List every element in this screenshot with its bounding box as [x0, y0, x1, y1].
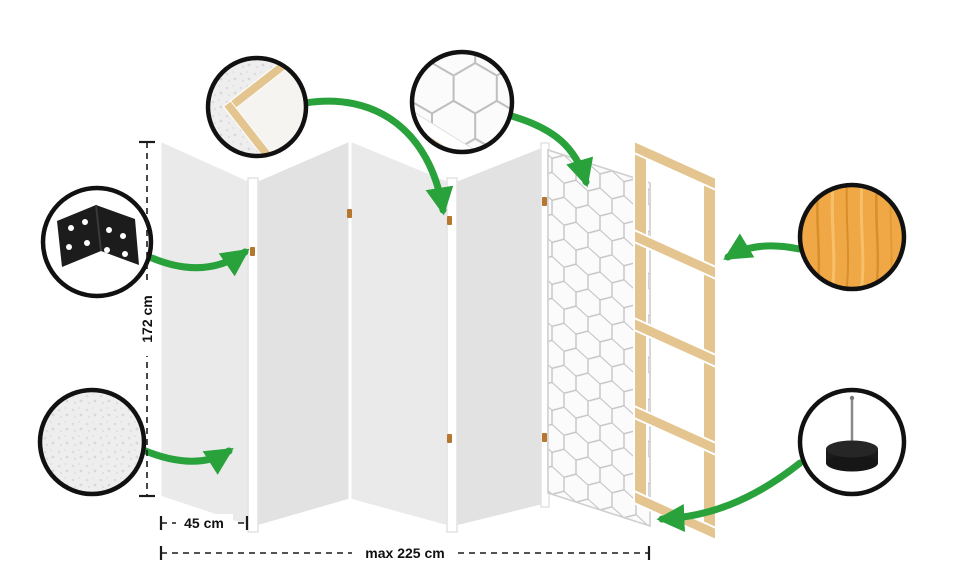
- callout-hinge: [40, 185, 154, 299]
- arrow-foot: [656, 459, 804, 533]
- screen-panel-1: [158, 138, 255, 530]
- arrow-fabric: [139, 446, 234, 475]
- arrow-frame-corner: [301, 97, 454, 216]
- screen-panel-3: [348, 138, 454, 530]
- panel-width-label: 45 cm: [184, 515, 224, 531]
- max-width-label: max 225 cm: [365, 545, 444, 561]
- frame-rung: [633, 317, 717, 368]
- callout-pattern-corner: [409, 49, 515, 155]
- dimension-height: 172 cm: [137, 140, 157, 498]
- callout-fabric: [37, 387, 147, 497]
- arrow-hinge: [148, 248, 250, 277]
- frame-corner-detail-icon: [210, 60, 304, 154]
- frame-rung: [633, 405, 717, 456]
- hinge-icon: [57, 204, 139, 267]
- dimension-panel-width: 45 cm: [159, 514, 249, 532]
- arrow-pattern-corner: [504, 111, 594, 188]
- wooden-frame: [633, 140, 717, 541]
- callout-foot: [797, 387, 907, 497]
- screen-panel-4: [450, 143, 547, 530]
- panel-fold-edge: [540, 142, 550, 508]
- callout-frame-corner: [205, 55, 309, 159]
- arrow-wood: [723, 233, 803, 261]
- fleece-texture-icon: [40, 390, 144, 494]
- stabilizing-foot-icon: [826, 395, 878, 472]
- arrows: [139, 97, 804, 533]
- panel-fold-edge: [247, 177, 259, 533]
- callout-wood: [797, 182, 907, 292]
- panel-fold-edge: [446, 177, 458, 533]
- folding-screen: [158, 138, 550, 533]
- hinge-dots: [250, 197, 547, 443]
- height-label: 172 cm: [139, 295, 155, 342]
- screen-panel-2: [251, 138, 352, 530]
- dimension-max-width: max 225 cm: [159, 544, 651, 562]
- patterned-panel: [547, 148, 651, 528]
- frame-top-bar: [633, 140, 717, 191]
- frame-rung: [633, 229, 717, 280]
